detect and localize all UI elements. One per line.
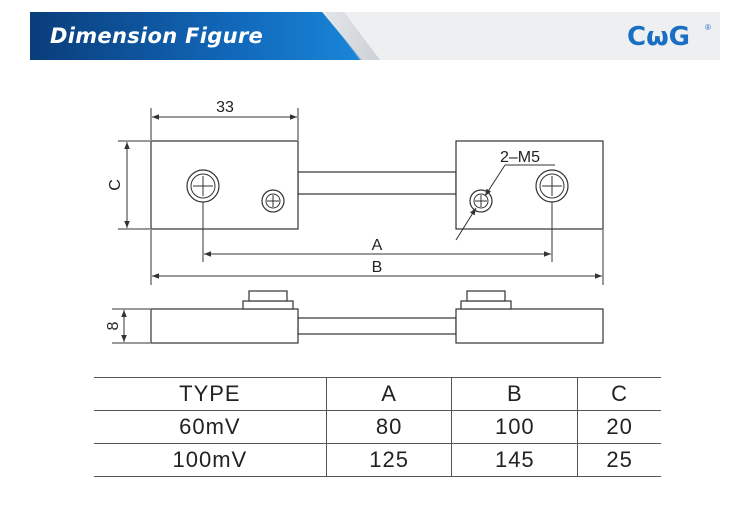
- dim-label-c: C: [107, 179, 124, 191]
- side-left-screw-head: [248, 290, 288, 302]
- table-cell: 20: [577, 410, 661, 444]
- thread-label: 2–M5: [500, 149, 540, 166]
- table-row: 100mV 125 145 25: [94, 443, 661, 477]
- spec-table-wrap: TYPE A B C 60mV 80 100 20 100mV 125 145 …: [94, 377, 661, 477]
- side-left-block: [150, 308, 299, 344]
- left-m5-screw-icon: [261, 189, 285, 213]
- dim-label-33: 33: [216, 99, 234, 116]
- table-cell: 60mV: [179, 414, 241, 439]
- shunt-bar: [297, 171, 457, 195]
- table-cell: 100mV: [172, 447, 248, 472]
- table-header-cell: TYPE: [179, 381, 241, 406]
- table-cell: 125: [325, 443, 452, 477]
- spec-table: TYPE A B C 60mV 80 100 20 100mV 125 145 …: [94, 377, 661, 477]
- page-title: Dimension Figure: [50, 24, 264, 48]
- side-view: 8: [105, 290, 604, 344]
- right-m5-screw-icon: [469, 189, 493, 213]
- side-left-screw-base: [242, 300, 294, 310]
- dim-label-a: A: [372, 237, 383, 254]
- table-header-cell: B: [451, 377, 578, 411]
- table-cell: 145: [451, 443, 578, 477]
- thread-leader-arrow: [484, 164, 506, 197]
- thread-leader-tail: [455, 207, 477, 241]
- side-right-screw-head: [466, 290, 506, 302]
- table-cell: 80: [325, 410, 452, 444]
- header-title-tab: [30, 12, 362, 60]
- table-header-row: TYPE A B C: [94, 377, 661, 411]
- dimension-drawing: 33 C 2–M5 A B 8: [105, 99, 604, 344]
- dim-label-8: 8: [105, 321, 122, 330]
- table-cell: 100: [451, 410, 578, 444]
- brand-logo: CωG: [627, 22, 691, 52]
- top-view: 33 C 2–M5 A B: [107, 99, 604, 285]
- table-cell: 25: [577, 443, 661, 477]
- table-header-cell: A: [325, 377, 452, 411]
- side-shunt-bar: [297, 317, 457, 335]
- right-terminal-block: [455, 140, 604, 230]
- table-header-cell: C: [577, 377, 661, 411]
- dim-label-b: B: [372, 259, 383, 276]
- side-right-screw-base: [460, 300, 512, 310]
- registered-mark: ®: [705, 23, 711, 32]
- table-row: 60mV 80 100 20: [94, 410, 661, 444]
- side-right-block: [455, 308, 604, 344]
- left-terminal-block: [150, 140, 299, 230]
